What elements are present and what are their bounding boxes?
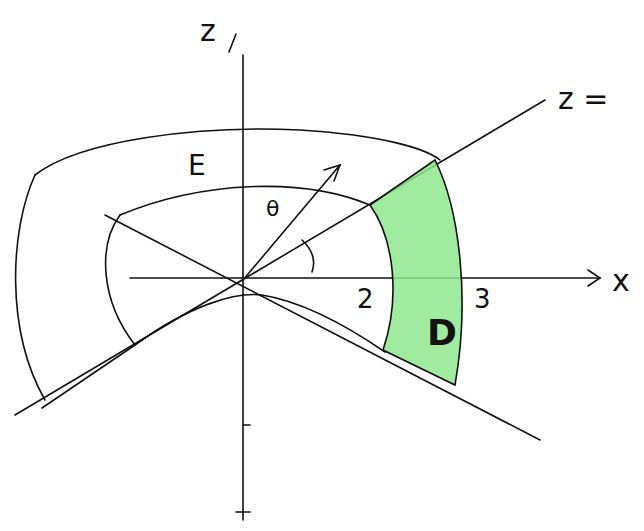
radius-arrow xyxy=(243,165,340,280)
inner-surface xyxy=(135,295,385,352)
axis-label: z = xyxy=(558,84,608,114)
arrow-head xyxy=(324,165,340,181)
inner-surface xyxy=(106,215,135,345)
x-axis xyxy=(130,277,600,279)
axis-label: z xyxy=(200,16,216,46)
region-shape xyxy=(360,150,480,395)
axis-label: E xyxy=(188,152,206,180)
axis-label: x xyxy=(612,266,630,296)
axis-label: θ xyxy=(266,198,279,220)
axis-tick xyxy=(243,424,250,426)
section-line xyxy=(105,215,540,440)
region-label: D xyxy=(427,315,457,351)
axis-label: 3 xyxy=(474,286,491,312)
plane-line xyxy=(15,100,545,415)
arrow-head xyxy=(588,270,600,286)
outer-surface xyxy=(16,175,45,400)
region-d: D xyxy=(360,150,480,395)
region-outline xyxy=(370,160,462,385)
axis-label: 2 xyxy=(357,286,374,312)
inner-surface xyxy=(120,186,370,215)
angle-arc xyxy=(302,240,314,272)
axis-tick xyxy=(236,511,250,513)
axis-mark xyxy=(229,34,236,52)
edge-line xyxy=(42,345,135,408)
outer-surface xyxy=(35,129,440,175)
sketch-strokes xyxy=(15,34,600,520)
